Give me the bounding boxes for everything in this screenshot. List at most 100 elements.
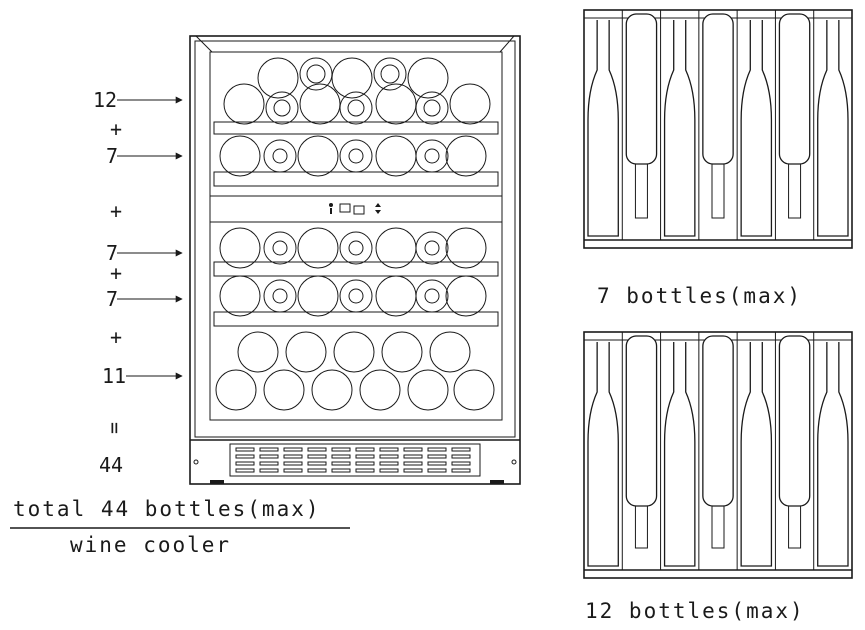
bottle-base bbox=[339, 279, 373, 313]
bottle-side bbox=[702, 335, 734, 507]
bottle-base bbox=[263, 369, 305, 411]
button-icon bbox=[353, 205, 365, 215]
count-labels: 12 + 7 + 7 + 7 + 11 = 44 bbox=[93, 88, 127, 477]
bottle-neck-side bbox=[788, 164, 802, 219]
bottle-base bbox=[415, 91, 449, 125]
bottle-base bbox=[449, 83, 491, 125]
bottle-side bbox=[702, 13, 734, 165]
bottle-base bbox=[219, 275, 261, 317]
bottle-base bbox=[237, 331, 279, 373]
bottle-side bbox=[587, 342, 619, 567]
shelf-side-view-7 bbox=[583, 9, 853, 249]
shelf-1-count: 12 bbox=[93, 88, 117, 112]
bottle-side bbox=[778, 13, 811, 165]
frame-corner bbox=[499, 35, 515, 53]
bottle-base bbox=[375, 83, 417, 125]
bottle-neck bbox=[272, 288, 288, 304]
bottle-neck bbox=[348, 288, 364, 304]
bottle-base bbox=[219, 227, 261, 269]
vent-slot bbox=[403, 454, 423, 459]
pointer-arrows bbox=[117, 96, 183, 380]
button-icon bbox=[339, 203, 351, 213]
bottle-neck bbox=[348, 148, 364, 164]
vent-slot bbox=[379, 454, 399, 459]
vent-slot bbox=[235, 468, 255, 473]
bottle-side bbox=[625, 13, 658, 165]
bottle-neck bbox=[347, 99, 365, 117]
bottle-neck bbox=[424, 288, 440, 304]
bottle-neck-side bbox=[634, 164, 648, 219]
vent-slot bbox=[259, 447, 279, 452]
bottle-side bbox=[663, 20, 696, 237]
shelf-rail bbox=[213, 261, 499, 277]
bottle-neck-side bbox=[711, 506, 725, 549]
vent-slot bbox=[379, 461, 399, 466]
bottle-neck-side bbox=[711, 164, 725, 219]
vent-slot bbox=[451, 461, 471, 466]
indicator-icon bbox=[329, 203, 333, 207]
bottle-base bbox=[297, 275, 339, 317]
bottle-base bbox=[381, 331, 423, 373]
screw-icon bbox=[511, 459, 517, 465]
bottle-side bbox=[817, 20, 849, 237]
vent-slot bbox=[283, 454, 303, 459]
foot-right bbox=[490, 480, 504, 484]
bottle-base bbox=[375, 135, 417, 177]
bottom-shelf-caption: 12 bottles(max) bbox=[585, 599, 805, 623]
bottle-base bbox=[445, 135, 487, 177]
up-arrow-icon bbox=[375, 203, 381, 207]
bottle-neck-side bbox=[788, 506, 802, 549]
bottle-neck bbox=[348, 240, 364, 256]
vent-grille bbox=[229, 443, 481, 477]
shelf-rail bbox=[213, 171, 499, 187]
bottle-neck bbox=[273, 99, 291, 117]
bottle-side bbox=[740, 20, 773, 237]
bottle-base bbox=[263, 139, 297, 173]
vent-slot bbox=[427, 447, 447, 452]
bottle-base bbox=[453, 369, 495, 411]
bottle-base bbox=[311, 369, 353, 411]
bottle-base bbox=[285, 331, 327, 373]
vent-slot bbox=[403, 468, 423, 473]
vent-slot bbox=[283, 447, 303, 452]
bottle-base bbox=[339, 139, 373, 173]
shelf-3-count: 7 bbox=[106, 241, 118, 265]
shelf-4-count: 7 bbox=[106, 287, 118, 311]
bottle-base bbox=[359, 369, 401, 411]
vent-slot bbox=[427, 454, 447, 459]
bottle-side bbox=[817, 342, 849, 567]
vent-slot bbox=[283, 468, 303, 473]
vent-slot bbox=[355, 454, 375, 459]
vent-slot bbox=[259, 468, 279, 473]
bottle-side bbox=[663, 342, 696, 567]
bottle-neck bbox=[272, 240, 288, 256]
shelf-rail bbox=[213, 121, 499, 135]
cabinet-outline bbox=[189, 35, 521, 485]
bottle-base bbox=[297, 135, 339, 177]
bottle-neck bbox=[380, 64, 400, 84]
indicator-icon bbox=[330, 208, 332, 214]
bottle-base bbox=[265, 91, 299, 125]
vent-slot bbox=[331, 461, 351, 466]
bottle-base bbox=[407, 369, 449, 411]
bottle-base bbox=[415, 231, 449, 265]
vent-slot bbox=[259, 461, 279, 466]
vent-slots bbox=[235, 447, 471, 473]
bottle-side bbox=[740, 342, 773, 567]
bottle-side bbox=[625, 335, 658, 507]
bottle-base bbox=[333, 331, 375, 373]
bottle-base bbox=[263, 279, 297, 313]
bottle-side bbox=[587, 20, 619, 237]
bottle-base bbox=[223, 83, 265, 125]
total-caption: total 44 bottles(max) bbox=[13, 497, 321, 521]
plus-sign: + bbox=[110, 261, 122, 285]
bottle-base bbox=[263, 231, 297, 265]
bottle-neck bbox=[272, 148, 288, 164]
bottle-base bbox=[373, 57, 407, 91]
bottle-base bbox=[415, 139, 449, 173]
vent-slot bbox=[427, 468, 447, 473]
plus-sign: + bbox=[110, 117, 122, 141]
vent-slot bbox=[331, 454, 351, 459]
control-icons bbox=[329, 203, 381, 215]
